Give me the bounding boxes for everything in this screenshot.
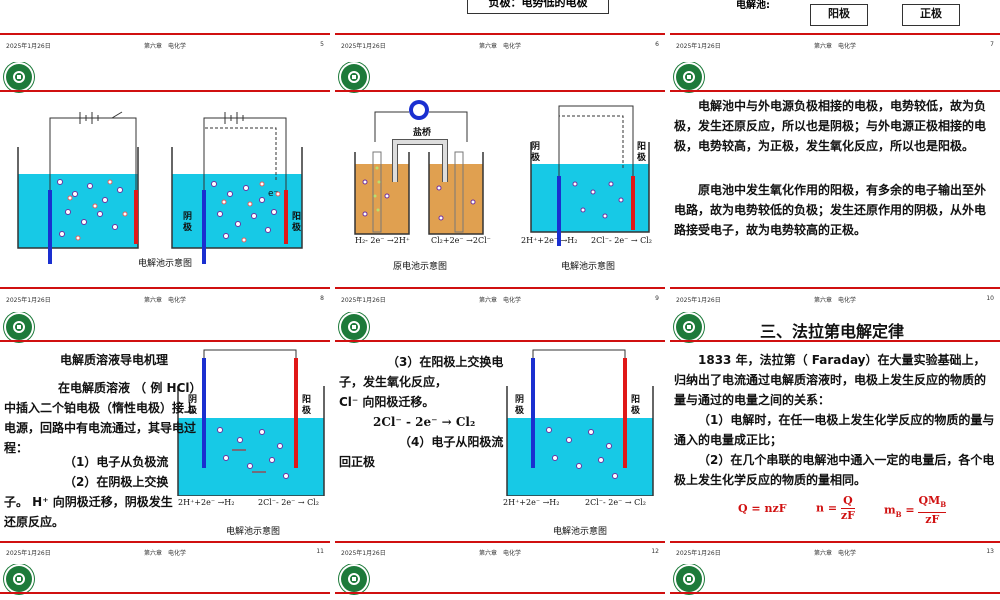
step-3-equation: 2Cl⁻ - 2e⁻ → Cl₂	[373, 415, 476, 429]
negative-electrode-note: 负极：电势低的电极	[467, 0, 609, 14]
electron-label: e⁻	[268, 189, 279, 199]
university-logo	[341, 566, 367, 592]
step-3-cont: Cl⁻ 向阳极迁移。	[339, 395, 435, 409]
slide-title: 三、法拉第电解定律	[760, 322, 905, 341]
anode-box: 阳极	[810, 4, 868, 26]
slide-10[interactable]: 电解池中与外电源负极相接的电极，电势较低，故为负极，发生还原反应，所以也是阴极；…	[670, 62, 1000, 304]
slide-16[interactable]	[670, 564, 1000, 600]
university-logo	[6, 64, 32, 90]
diagram-caption: 电解池示意图	[138, 259, 193, 269]
cathode-label: 阴极	[531, 142, 541, 163]
slide-15[interactable]	[335, 564, 665, 600]
electrolysis-diagram	[177, 349, 325, 496]
university-logo	[341, 314, 367, 340]
intro-text: 在电解质溶液 （ 例 HCl）中插入二个铂电极（惰性电极）接上电源，回路中有电流…	[4, 381, 197, 455]
right-half-reaction: Cl₂+2e⁻ →2Cl⁻	[431, 236, 491, 245]
electrolysis-diagram	[17, 111, 303, 264]
university-logo	[676, 64, 702, 90]
university-logo	[6, 314, 32, 340]
diagram-caption: 原电池示意图	[393, 262, 448, 272]
law-2: （2）在几个串联的电解池中通入一定的电量后，各个电极上发生化学反应的物质的量相同…	[674, 453, 995, 487]
cathode-reaction: 2H⁺+2e⁻ →H₂	[503, 498, 560, 507]
anode-label: 阳极	[637, 142, 647, 163]
galvanic-cell-diagram	[354, 100, 650, 246]
footer-chapter: 第六章 电化学	[143, 43, 186, 50]
university-logo	[341, 64, 367, 90]
diagram-caption: 电解池示意图	[553, 527, 608, 537]
step-2-cont: 子。 H⁺ 向阴极迁移，阴极发生还原反应。	[4, 495, 173, 529]
slide-5[interactable]: 2025年1月26日 第六章 电化学 5	[0, 0, 330, 55]
university-logo	[676, 566, 702, 592]
cathode-label: 阴极	[183, 212, 193, 233]
diagram-caption-2: 电解池示意图	[561, 262, 616, 272]
salt-bridge-label: 盐桥	[413, 128, 432, 138]
cathode-reaction: 2H⁺+2e⁻ →H₂	[521, 236, 578, 245]
slide-number: 5	[320, 41, 324, 48]
formula-q: Q = nzF	[738, 502, 787, 515]
footer-date: 2025年1月26日	[6, 43, 51, 50]
step-4: （4）电子从阳极流	[399, 435, 504, 449]
slide-12[interactable]: 阴极 阳极 （3）在阳极上交换电子，发生氧化反应， Cl⁻ 向阳极迁移。 2Cl…	[335, 312, 665, 557]
left-half-reaction: H₂- 2e⁻ →2H⁺	[355, 236, 411, 245]
cathode-box: 正极	[902, 4, 960, 26]
diagram-caption: 电解池示意图	[226, 527, 281, 537]
university-logo	[676, 314, 702, 340]
anode-label: 阳极	[302, 395, 312, 416]
paragraph-1: 电解池中与外电源负极相接的电极，电势较低，故为负极，发生还原反应，所以也是阴极；…	[674, 99, 987, 153]
electrolysis-label: 电解池:	[736, 0, 770, 11]
slide-9[interactable]: 盐桥 H₂- 2e⁻ →2H⁺ Cl₂+2e⁻ →2Cl⁻ 原电池示意图 阴极 …	[335, 62, 665, 304]
step-4-cont: 回正极	[339, 455, 376, 469]
slide-13[interactable]: 三、法拉第电解定律 1833 年，法拉第（ Faraday）在大量实验基础上，归…	[670, 312, 1000, 557]
cathode-reaction: 2H⁺+2e⁻ →H₂	[178, 498, 235, 507]
university-logo	[6, 566, 32, 592]
anode-label: 阳极	[292, 212, 302, 233]
law-1: （1）电解时，在任一电极上发生化学反应的物质的量与通入的电量成正比；	[674, 413, 995, 447]
step-3: （3）在阳极上交换电子，发生氧化反应，	[339, 355, 504, 389]
cathode-label: 阴极	[188, 395, 198, 416]
slide-11[interactable]: 阴极 阳极 电解质溶液导电机理 在电解质溶液 （ 例 HCl）中插入二个铂电极（…	[0, 312, 330, 557]
slide-14[interactable]	[0, 564, 330, 600]
anode-reaction: 2Cl⁻- 2e⁻ → Cl₂	[591, 236, 652, 245]
cathode-label: 阴极	[515, 395, 525, 416]
anode-reaction: 2Cl⁻- 2e⁻ → Cl₂	[258, 498, 319, 507]
anode-reaction: 2Cl⁻- 2e⁻ → Cl₂	[585, 498, 646, 507]
section-heading: 电解质溶液导电机理	[60, 353, 169, 367]
paragraph-2: 原电池中发生氧化作用的阳极，有多余的电子输出至外电路，故为电势较低的负极；发生还…	[674, 183, 987, 237]
electrolysis-diagram	[506, 349, 654, 496]
anode-label: 阳极	[631, 395, 641, 416]
paragraph-1: 1833 年，法拉第（ Faraday）在大量实验基础上，归纳出了电流通过电解质…	[674, 353, 987, 407]
step-2: （2）在阴极上交换	[64, 475, 169, 489]
step-1: （1）电子从负极流	[64, 455, 169, 469]
